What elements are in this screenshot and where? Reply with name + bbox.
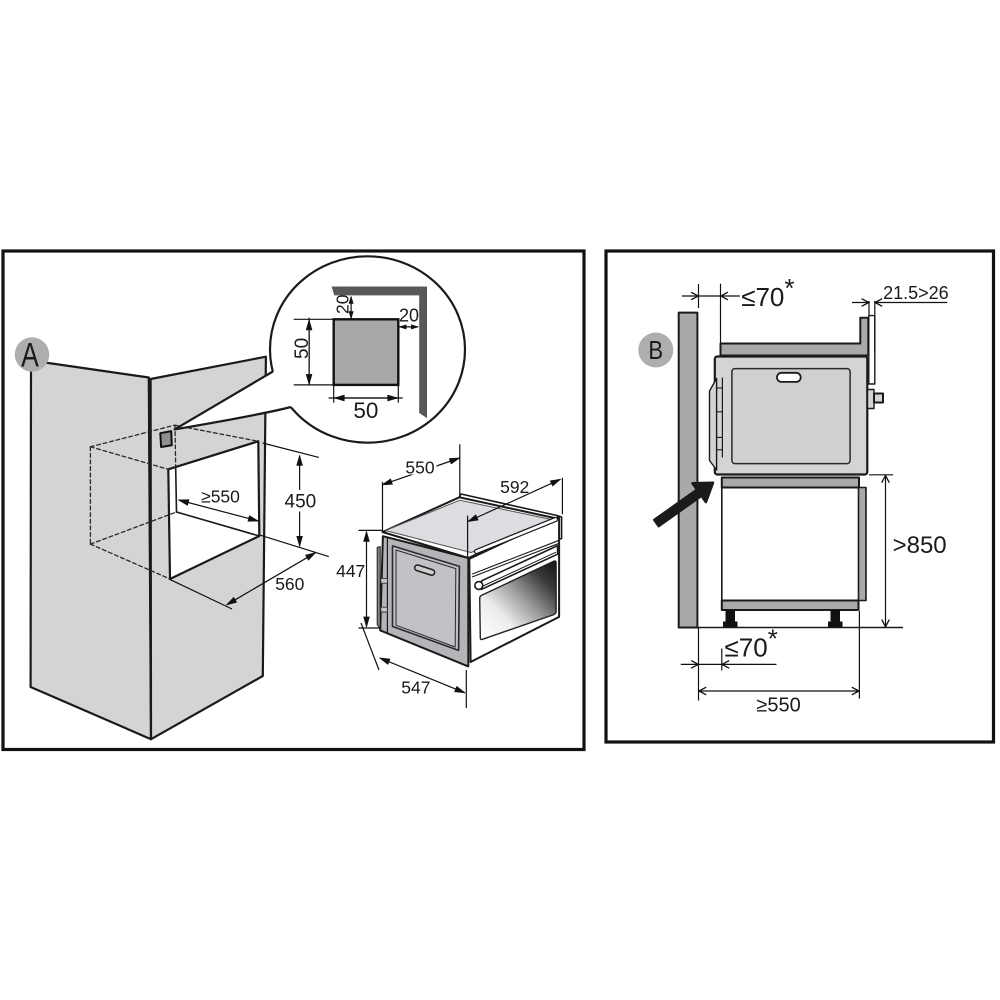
svg-text:560: 560 [275, 574, 304, 594]
svg-text:≥550: ≥550 [201, 487, 240, 507]
svg-text:>850: >850 [893, 532, 947, 559]
svg-text:20: 20 [399, 306, 419, 326]
svg-text:50: 50 [353, 398, 378, 423]
svg-text:B: B [648, 336, 663, 365]
svg-text:547: 547 [401, 678, 430, 698]
svg-text:50: 50 [292, 338, 313, 359]
svg-text:≥550: ≥550 [756, 695, 800, 717]
svg-text:450: 450 [285, 491, 317, 512]
svg-text:592: 592 [500, 477, 529, 497]
svg-text:21.5>26: 21.5>26 [883, 283, 949, 303]
svg-text:447: 447 [336, 561, 365, 581]
svg-text:550: 550 [405, 458, 434, 478]
svg-text:20: 20 [333, 294, 353, 314]
svg-text:A: A [21, 336, 39, 374]
